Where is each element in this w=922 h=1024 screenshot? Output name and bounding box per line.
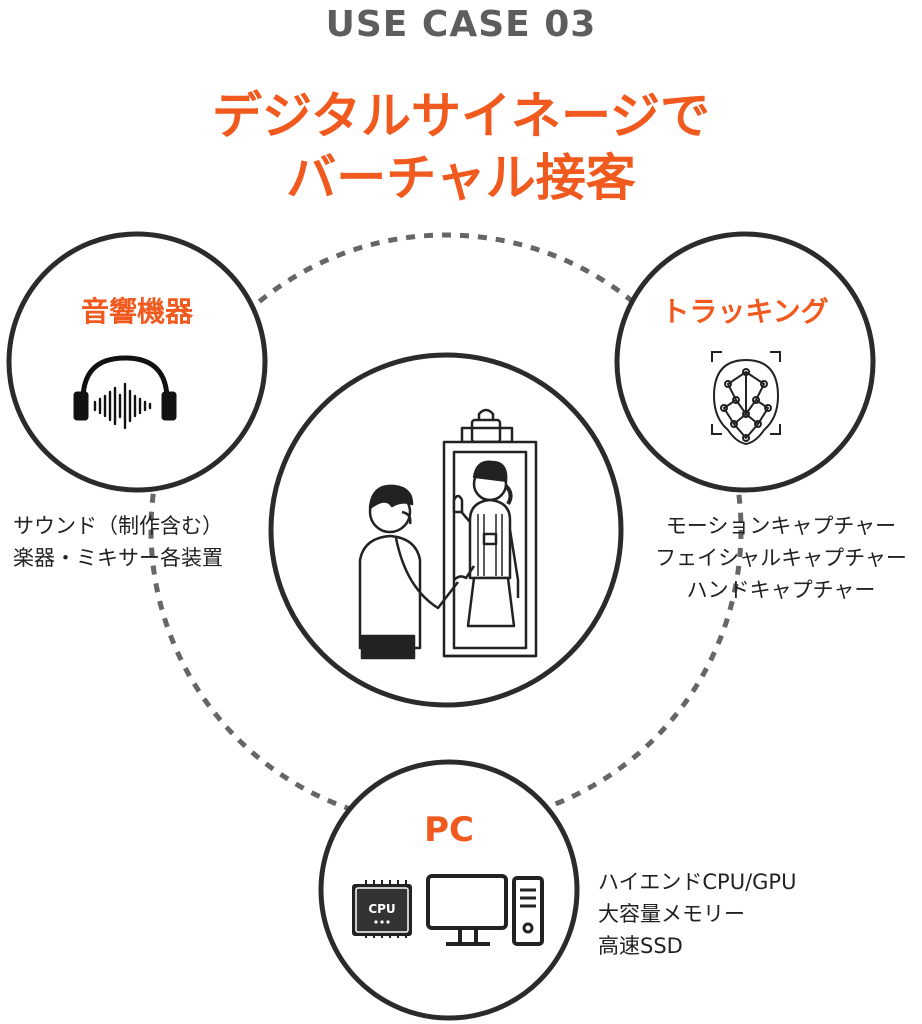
signage-illustration	[358, 408, 538, 660]
tracking-desc-line: フェイシャルキャプチャー	[655, 546, 907, 570]
audio-desc-line: サウンド（制作含む）	[13, 514, 223, 538]
page-title-line1: デジタルサイネージで	[212, 87, 710, 145]
page-title-line2: バーチャル接客	[286, 149, 636, 207]
pc-node-label: PC	[424, 810, 474, 850]
audio-node-circle	[6, 231, 268, 493]
cpu-icon	[352, 880, 412, 938]
tracking-node-circle	[614, 231, 876, 493]
pc-desc-line: ハイエンドCPU/GPU	[598, 870, 797, 894]
pc-description: ハイエンドCPU/GPU 大容量メモリー 高速SSD	[598, 866, 858, 962]
pc-node-circle	[318, 759, 580, 1021]
dashed-connector-ring	[148, 232, 744, 828]
audio-description: サウンド（制作含む） 楽器・ミキサー各装置	[0, 510, 236, 574]
tracking-desc-line: ハンドキャプチャー	[686, 578, 876, 602]
cpu-icon-label: CPU	[368, 902, 396, 916]
tracking-description: モーションキャプチャー フェイシャルキャプチャー ハンドキャプチャー	[640, 510, 922, 606]
headphones-icon	[73, 355, 177, 430]
face-tracking-icon	[711, 351, 781, 446]
tracking-node-label: トラッキング	[661, 295, 829, 328]
tracking-desc-line: モーションキャプチャー	[665, 514, 897, 538]
use-case-eyebrow: USE CASE 03	[325, 4, 597, 45]
audio-desc-line: 楽器・ミキサー各装置	[13, 546, 223, 570]
pc-desc-line: 高速SSD	[598, 934, 683, 958]
audio-node-label: 音響機器	[80, 295, 193, 328]
desktop-computer-icon	[426, 874, 544, 946]
pc-desc-line: 大容量メモリー	[598, 902, 745, 926]
